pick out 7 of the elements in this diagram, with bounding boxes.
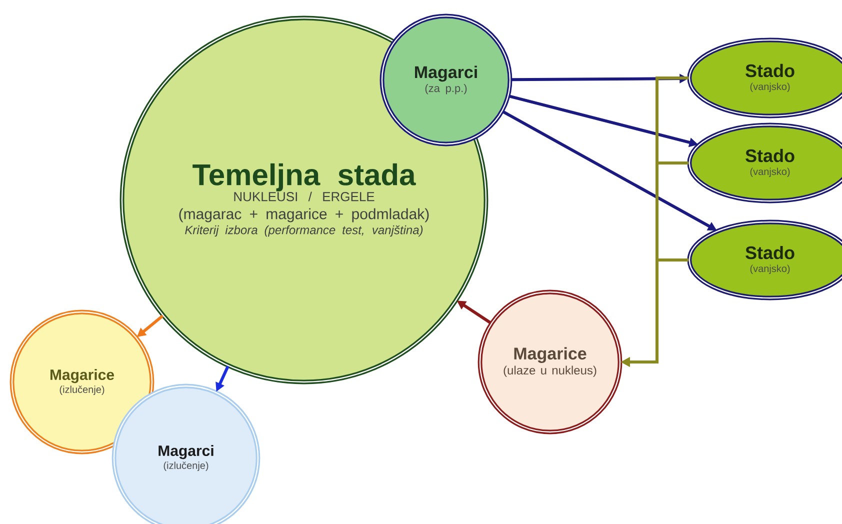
ellipse-node: Stado (vanjsko) <box>687 220 842 300</box>
circle-node: Magarice (ulaze u nukleus) <box>478 290 622 434</box>
ellipse-node: Stado (vanjsko) <box>687 38 842 118</box>
ellipse-node: Stado (vanjsko) <box>687 122 842 204</box>
circle-node: Magarci (izlučenje) <box>112 384 260 524</box>
circle-node: Magarci (za p.p.) <box>380 14 512 146</box>
circle-node: Magarice (izlučenje) <box>10 310 154 454</box>
